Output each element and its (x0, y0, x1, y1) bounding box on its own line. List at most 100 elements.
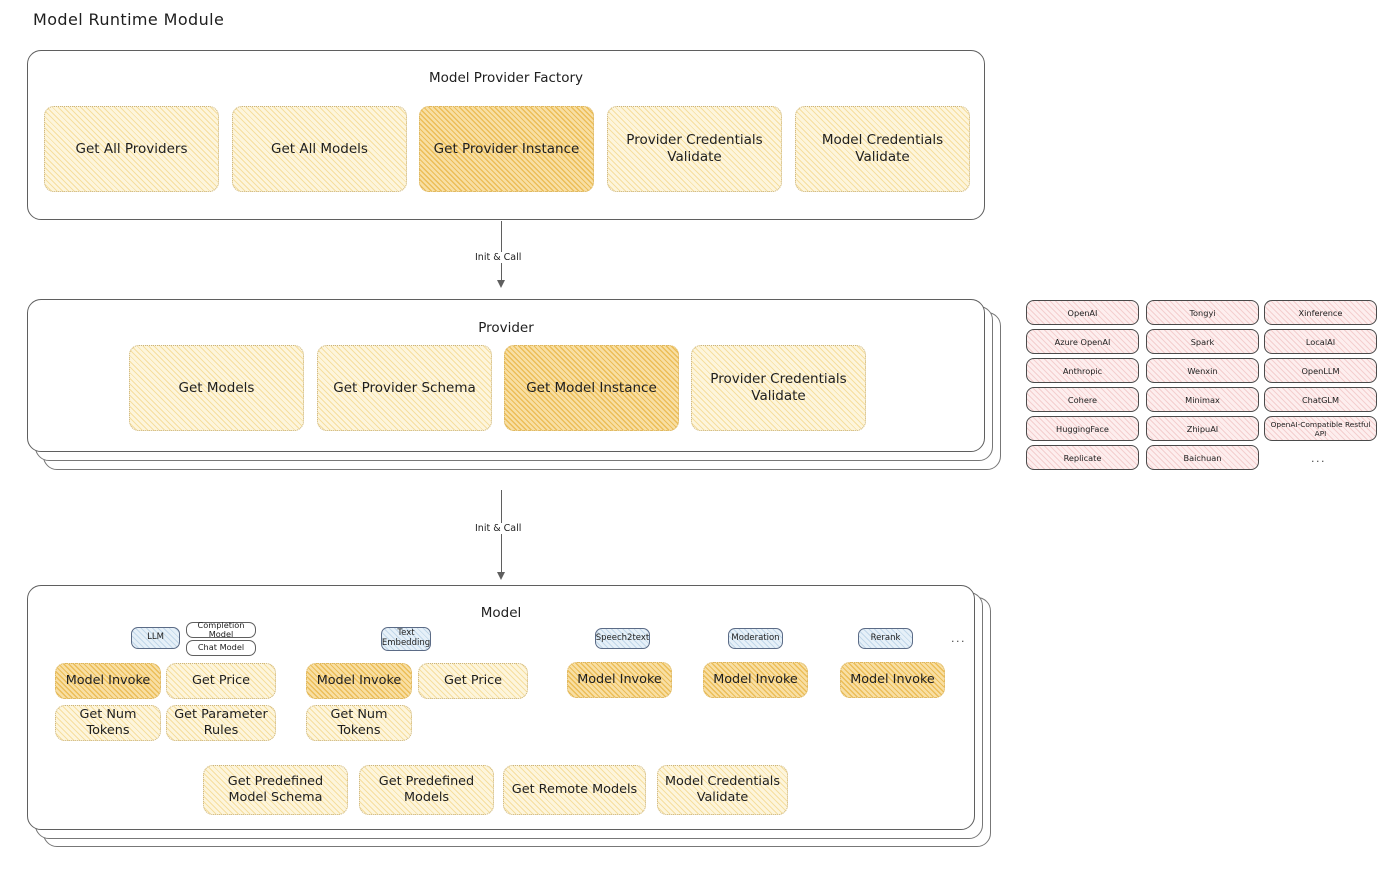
model-subtype-badge-completion-model[interactable]: Completion Model (186, 619, 256, 639)
provider-chip-azure-openai[interactable]: Azure OpenAI (1026, 329, 1139, 354)
badge-label: Rerank (870, 632, 901, 643)
provider-chip-openai[interactable]: OpenAI (1026, 300, 1139, 325)
node-label: Get All Providers (75, 140, 188, 157)
node-label: Get Model Instance (526, 379, 657, 396)
provider-chip-openllm[interactable]: OpenLLM (1264, 358, 1377, 383)
model-title: Model (480, 605, 522, 621)
arrow-provider-to-model-head (497, 572, 505, 580)
provider-chip-zhipuai[interactable]: ZhipuAI (1146, 416, 1259, 441)
node-label: Get All Models (271, 140, 368, 157)
node-text-embedding-get-num-tokens[interactable]: Get Num Tokens (306, 705, 412, 741)
node-label: Get Provider Schema (333, 379, 476, 396)
node-llm-get-parameter-rules[interactable]: Get Parameter Rules (166, 705, 276, 741)
chip-label: Baichuan (1183, 452, 1222, 463)
node-label: Get Remote Models (511, 782, 638, 797)
node-label: Provider Credentials Validate (710, 371, 847, 404)
model-type-badge-rerank[interactable]: Rerank (858, 628, 913, 649)
badge-label: Moderation (731, 632, 780, 643)
node-label: Get Predefined Models (378, 774, 475, 805)
node-label: Model Invoke (850, 672, 935, 687)
node-label: Model Invoke (316, 673, 402, 688)
model-type-badge-speech2text[interactable]: Speech2text (595, 628, 650, 649)
chip-label: HuggingFace (1056, 423, 1109, 434)
node-label: Get Models (178, 379, 255, 396)
model-type-badge-moderation[interactable]: Moderation (728, 628, 783, 649)
node-get-all-models[interactable]: Get All Models (232, 106, 407, 192)
node-model-credentials-validate-2[interactable]: Model Credentials Validate (657, 765, 788, 815)
node-get-all-providers[interactable]: Get All Providers (44, 106, 219, 192)
model-type-badge-llm[interactable]: LLM (131, 627, 180, 649)
chip-label: Minimax (1185, 394, 1220, 405)
node-label: Model Credentials Validate (664, 774, 781, 805)
node-text-embedding-model-invoke[interactable]: Model Invoke (306, 663, 412, 699)
node-llm-model-invoke[interactable]: Model Invoke (55, 663, 161, 699)
node-get-remote-models[interactable]: Get Remote Models (503, 765, 646, 815)
arrow-factory-to-provider-head (497, 280, 505, 288)
chip-label: OpenLLM (1301, 365, 1340, 376)
page-title: Model Runtime Module (33, 10, 225, 29)
chip-label: LocalAI (1305, 336, 1336, 347)
provider-title: Provider (478, 320, 534, 336)
provider-chip-tongyi[interactable]: Tongyi (1146, 300, 1259, 325)
model-subtype-badge-chat-model[interactable]: Chat Model (186, 640, 256, 656)
provider-chip-openai-compatible-restful-api[interactable]: OpenAI-Compatible Restful API (1264, 416, 1377, 441)
arrow-factory-to-provider-label: Init & Call (471, 252, 526, 263)
node-get-provider-instance[interactable]: Get Provider Instance (419, 106, 594, 192)
node-model-credentials-validate[interactable]: Model Credentials Validate (795, 106, 970, 192)
node-provider-credentials-validate[interactable]: Provider Credentials Validate (607, 106, 782, 192)
provider-list-more: ... (1311, 452, 1326, 465)
model-provider-factory-title: Model Provider Factory (428, 70, 583, 86)
node-label: Get Price (443, 673, 503, 688)
chip-label: Wenxin (1187, 365, 1218, 376)
provider-chip-anthropic[interactable]: Anthropic (1026, 358, 1139, 383)
node-label: Provider Credentials Validate (626, 132, 763, 165)
chip-label: Anthropic (1062, 365, 1103, 376)
node-llm-get-num-tokens[interactable]: Get Num Tokens (55, 705, 161, 741)
badge-label: Completion Model (197, 619, 245, 639)
node-provider-credentials-validate-2[interactable]: Provider Credentials Validate (691, 345, 866, 431)
provider-chip-chatglm[interactable]: ChatGLM (1264, 387, 1377, 412)
node-moderation-model-invoke[interactable]: Model Invoke (703, 662, 808, 698)
badge-label: Chat Model (197, 642, 245, 653)
node-get-provider-schema[interactable]: Get Provider Schema (317, 345, 492, 431)
node-label: Get Provider Instance (433, 140, 580, 157)
chip-label: Spark (1190, 336, 1215, 347)
chip-label: ChatGLM (1301, 394, 1340, 405)
node-get-predefined-model-schema[interactable]: Get Predefined Model Schema (203, 765, 348, 815)
node-speech2text-model-invoke[interactable]: Model Invoke (567, 662, 672, 698)
node-label: Get Parameter Rules (174, 707, 268, 738)
chip-label: Cohere (1067, 394, 1098, 405)
model-types-more: ... (951, 632, 966, 645)
node-get-model-instance[interactable]: Get Model Instance (504, 345, 679, 431)
chip-label: Xinference (1298, 307, 1343, 318)
node-get-predefined-models[interactable]: Get Predefined Models (359, 765, 494, 815)
node-get-models[interactable]: Get Models (129, 345, 304, 431)
node-label: Get Num Tokens (330, 707, 388, 738)
node-label: Get Num Tokens (79, 707, 137, 738)
node-label: Get Price (191, 673, 251, 688)
provider-chip-localai[interactable]: LocalAI (1264, 329, 1377, 354)
provider-chip-baichuan[interactable]: Baichuan (1146, 445, 1259, 470)
provider-chip-xinference[interactable]: Xinference (1264, 300, 1377, 325)
provider-chip-minimax[interactable]: Minimax (1146, 387, 1259, 412)
provider-chip-replicate[interactable]: Replicate (1026, 445, 1139, 470)
node-rerank-model-invoke[interactable]: Model Invoke (840, 662, 945, 698)
node-text-embedding-get-price[interactable]: Get Price (418, 663, 528, 699)
node-llm-get-price[interactable]: Get Price (166, 663, 276, 699)
badge-label: LLM (147, 632, 164, 643)
provider-chip-cohere[interactable]: Cohere (1026, 387, 1139, 412)
provider-chip-huggingface[interactable]: HuggingFace (1026, 416, 1139, 441)
badge-label: Speech2text (595, 632, 650, 643)
badge-label: Text Embedding (381, 628, 431, 648)
node-label: Model Invoke (713, 672, 798, 687)
node-label: Model Invoke (65, 673, 151, 688)
chip-label: ZhipuAI (1186, 423, 1219, 434)
chip-label: Tongyi (1189, 307, 1216, 318)
provider-chip-wenxin[interactable]: Wenxin (1146, 358, 1259, 383)
node-label: Model Credentials Validate (821, 132, 944, 165)
model-type-badge-text-embedding[interactable]: Text Embedding (381, 627, 431, 651)
provider-chip-spark[interactable]: Spark (1146, 329, 1259, 354)
chip-label: OpenAI (1067, 307, 1098, 318)
chip-label: Azure OpenAI (1054, 336, 1111, 347)
